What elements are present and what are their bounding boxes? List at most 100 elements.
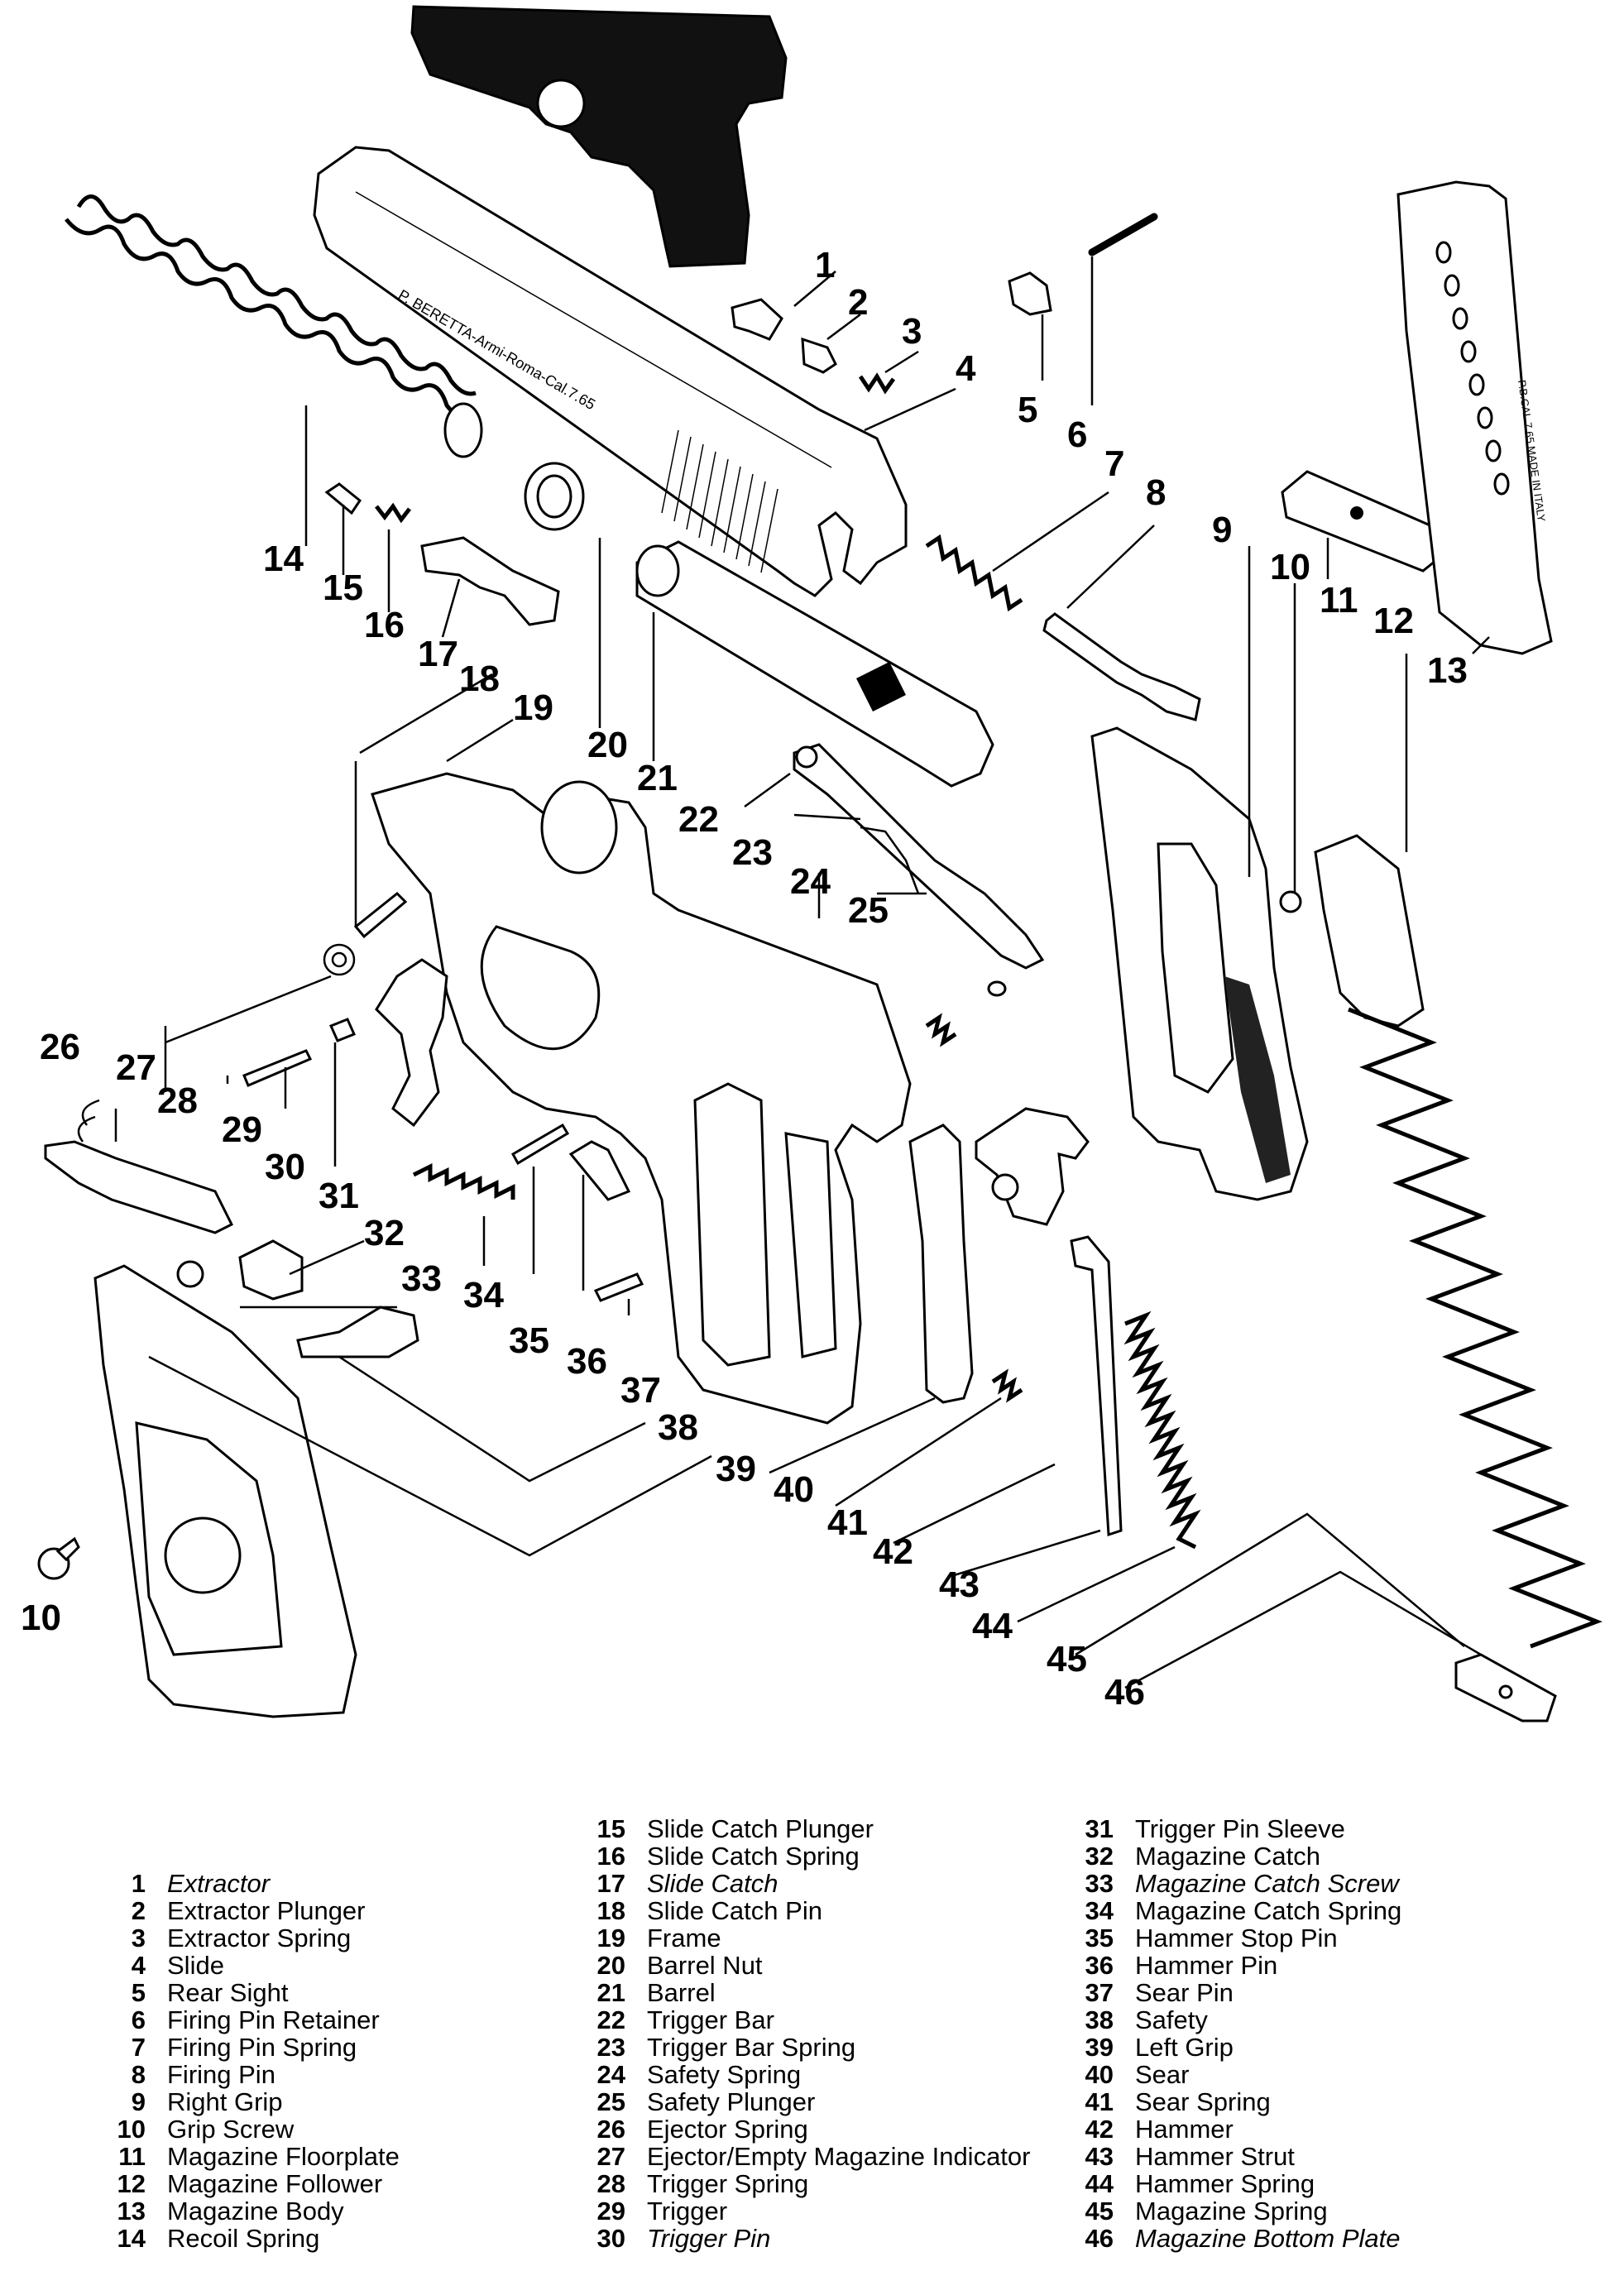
legend-name: Safety Spring [647, 2060, 802, 2089]
legend-num: 41 [1085, 2087, 1114, 2116]
callout-14: 14 [263, 539, 304, 579]
legend-num: 31 [1085, 1814, 1114, 1843]
legend-num: 46 [1085, 2224, 1114, 2253]
legend-num: 28 [596, 2169, 625, 2198]
callout-42: 42 [873, 1531, 913, 1572]
extractor-part [731, 298, 783, 341]
legend-num: 45 [1085, 2197, 1114, 2226]
legend-num: 27 [596, 2142, 625, 2171]
safety-spring-part [925, 1013, 957, 1047]
callout-7: 7 [1104, 443, 1124, 484]
callout-16: 16 [364, 605, 405, 645]
legend-num: 38 [1085, 2005, 1114, 2034]
legend-name: Ejector Spring [647, 2115, 808, 2144]
legend-name: Magazine Catch [1135, 1842, 1321, 1871]
legend-num: 21 [596, 1978, 625, 2007]
magazine-catch-screw-part [176, 1260, 204, 1288]
legend-num: 20 [596, 1951, 625, 1980]
legend-name: Firing Pin Spring [167, 2033, 357, 2062]
magazine-catch-spring-part [412, 1162, 515, 1200]
trigger-bar-part [793, 743, 1045, 970]
legend-name: Recoil Spring [167, 2224, 320, 2253]
pistol-silhouette [410, 5, 788, 268]
legend-num: 34 [1085, 1896, 1114, 1925]
callout-19: 19 [513, 688, 553, 728]
legend-name: Magazine Spring [1135, 2197, 1328, 2226]
slide-catch-spring-part [375, 502, 411, 524]
legend-name: Slide [167, 1951, 224, 1980]
firing-pin-spring-part [925, 534, 1023, 612]
safety-part [296, 1306, 419, 1358]
legend-row-28: 28 Trigger Spring [579, 2170, 1031, 2197]
legend-num: 32 [1085, 1842, 1114, 1871]
magazine-body-part: P.B.CAL.7.65 MADE IN ITALY [1396, 180, 1553, 655]
callout-29: 29 [222, 1109, 262, 1150]
callout-4: 4 [956, 348, 976, 389]
legend-name: Trigger Pin [647, 2224, 771, 2253]
legend-name: Sear Spring [1135, 2087, 1271, 2116]
legend-num: 3 [131, 1924, 146, 1952]
callout-46: 46 [1104, 1672, 1145, 1713]
legend-name: Magazine Bottom Plate [1135, 2224, 1401, 2253]
trigger-pin-sleeve-part [328, 1018, 357, 1042]
legend-num: 25 [596, 2087, 625, 2116]
legend-num: 36 [1085, 1951, 1114, 1980]
legend-name: Barrel Nut [647, 1951, 763, 1980]
slide-catch-part [420, 536, 560, 626]
frame-part [371, 772, 912, 1425]
grip-screw-upper-part [1279, 890, 1302, 913]
legend-name: Firing Pin [167, 2060, 275, 2089]
hammer-stop-pin-part [510, 1123, 570, 1166]
callout-11: 11 [1320, 580, 1358, 620]
callout-33: 33 [401, 1258, 442, 1299]
legend-name: Left Grip [1135, 2033, 1234, 2062]
callout-23: 23 [732, 832, 773, 873]
callout-28: 28 [157, 1080, 198, 1121]
legend-name: Trigger Spring [647, 2169, 809, 2198]
callout-24: 24 [790, 861, 831, 902]
legend-name: Hammer Strut [1135, 2142, 1295, 2171]
ejector-part [44, 1140, 234, 1234]
magazine-catch-part [238, 1239, 304, 1301]
legend-num: 4 [131, 1951, 146, 1980]
barrel-nut-part [524, 462, 585, 531]
callout-8: 8 [1146, 472, 1166, 513]
legend-name: Hammer Pin [1135, 1951, 1278, 1980]
legend-name: Slide Catch Pin [647, 1896, 822, 1925]
extractor-plunger-part [801, 337, 837, 374]
callout-15: 15 [323, 568, 363, 608]
trigger-bar-spring-part [860, 826, 920, 894]
legend-num: 39 [1085, 2033, 1114, 2062]
callout-13: 13 [1427, 650, 1468, 691]
callout-43: 43 [939, 1564, 980, 1605]
callout-32: 32 [364, 1213, 405, 1253]
legend-num: 42 [1085, 2115, 1114, 2144]
legend-num: 22 [596, 2005, 625, 2034]
legend-num: 15 [596, 1814, 625, 1843]
trigger-pin-part [242, 1049, 313, 1087]
legend-name: Frame [647, 1924, 721, 1952]
ejector-spring-part [77, 1099, 100, 1143]
rear-sight-part [1008, 271, 1052, 316]
